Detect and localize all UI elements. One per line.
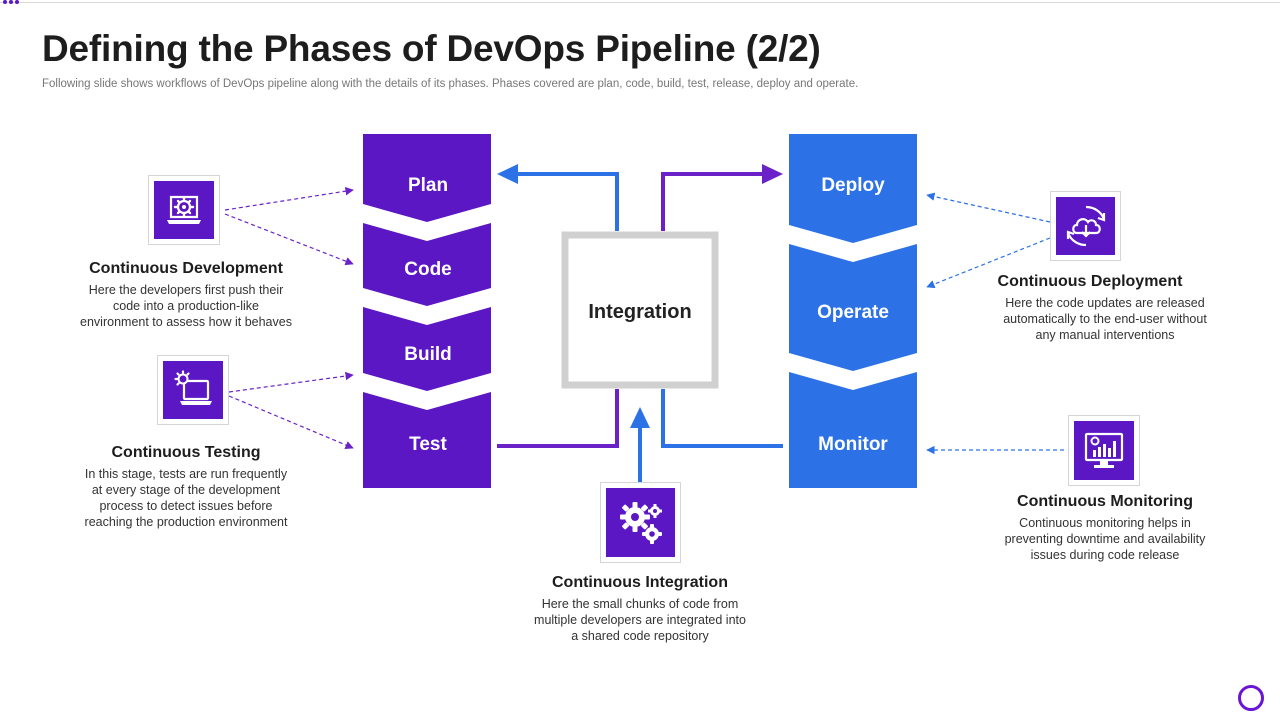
slide-subtitle: Following slide shows workflows of DevOp… [42, 78, 859, 90]
phase-test-shape [363, 392, 491, 488]
phase-plan-shape [363, 134, 491, 222]
dash-development-to-plan [224, 187, 354, 211]
phase-code-label: Code [404, 259, 452, 280]
integration-box [561, 231, 719, 389]
development-line-2: code into a production-like [113, 299, 259, 313]
phase-plan-label: Plan [408, 175, 448, 196]
development-line-1: Here the developers first push their [88, 283, 284, 297]
connector-integration-to-deploy [661, 172, 764, 231]
development-icon-box [148, 175, 220, 245]
monitoring-description: Continuous Monitoring Continuous monitor… [975, 493, 1235, 563]
integration-text: Here the small chunks of code from multi… [510, 596, 770, 644]
development-title: Continuous Development [89, 260, 283, 277]
integration-title: Continuous Integration [552, 574, 728, 591]
testing-icon-box [157, 355, 229, 425]
arrowhead-ci-up [630, 407, 650, 428]
arrowhead-to-plan [497, 164, 518, 184]
testing-line-1: In this stage, tests are run frequently [84, 467, 288, 481]
dash-testing-to-build [228, 371, 354, 393]
development-text: Here the developers first push their cod… [60, 282, 312, 330]
dash-testing-to-test [228, 395, 354, 449]
monitoring-title: Continuous Monitoring [1017, 493, 1193, 510]
connector-test-to-integration [497, 389, 619, 448]
corner-ring-decoration [1238, 685, 1264, 711]
monitor-chart-icon [1084, 432, 1124, 468]
testing-line-4: reaching the production environment [84, 515, 288, 529]
laptop-gear-icon [167, 195, 201, 224]
monitoring-line-3: issues during code release [1030, 548, 1180, 562]
integration-description: Continuous Integration Here the small ch… [510, 574, 770, 644]
dash-deployment-to-deploy [926, 192, 1051, 223]
deployment-icon-box [1050, 191, 1121, 261]
deployment-line-1: Here the code updates are released [1005, 296, 1205, 310]
monitoring-text: Continuous monitoring helps in preventin… [975, 515, 1235, 563]
top-dots-decoration [3, 0, 19, 4]
dash-development-to-code [224, 213, 354, 266]
integration-line-1: Here the small chunks of code from [541, 597, 739, 611]
cloud-sync-icon [1066, 205, 1105, 247]
phase-build-label: Build [404, 344, 452, 365]
connector-monitor-to-integration [661, 389, 783, 448]
phase-monitor-shape [789, 372, 917, 488]
deployment-line-3: any manual interventions [1035, 328, 1175, 342]
phase-operate-label: Operate [817, 302, 889, 323]
slide-title: Defining the Phases of DevOps Pipeline (… [42, 28, 821, 69]
testing-line-2: at every stage of the development [91, 483, 281, 497]
integration-line-2: multiple developers are integrated into [534, 613, 746, 627]
monitoring-icon-box [1068, 415, 1140, 486]
deployment-text: Here the code updates are released autom… [975, 295, 1235, 343]
integration-icon-box [600, 482, 681, 563]
laptop-gear-icon [174, 370, 212, 405]
phase-deploy-shape [789, 134, 917, 243]
dash-deployment-to-operate [926, 237, 1051, 289]
phase-build-shape [363, 307, 491, 391]
phase-operate-shape [789, 244, 917, 371]
connector-integration-to-plan [516, 172, 619, 231]
top-rule [0, 2, 1280, 3]
phase-code-shape [363, 223, 491, 306]
integration-line-3: a shared code repository [571, 629, 709, 643]
gears-icon [619, 501, 662, 544]
arrowhead-to-deploy [762, 164, 783, 184]
testing-description: Continuous Testing In this stage, tests … [60, 444, 312, 530]
phase-test-label: Test [409, 434, 447, 455]
testing-text: In this stage, tests are run frequently … [60, 466, 312, 530]
integration-label: Integration [588, 301, 691, 323]
phase-monitor-label: Monitor [818, 434, 888, 455]
deployment-line-2: automatically to the end-user without [1003, 312, 1207, 326]
monitoring-line-2: preventing downtime and availability [1004, 532, 1206, 546]
deployment-title: Continuous Deployment [997, 273, 1183, 290]
phase-deploy-label: Deploy [821, 175, 885, 196]
development-line-3: environment to assess how it behaves [80, 315, 292, 329]
deployment-description: Continuous Deployment Here the code upda… [975, 273, 1235, 343]
development-description: Continuous Development Here the develope… [60, 260, 312, 330]
testing-line-3: process to detect issues before [99, 499, 273, 513]
monitoring-line-1: Continuous monitoring helps in [1019, 516, 1191, 530]
testing-title: Continuous Testing [111, 444, 261, 461]
